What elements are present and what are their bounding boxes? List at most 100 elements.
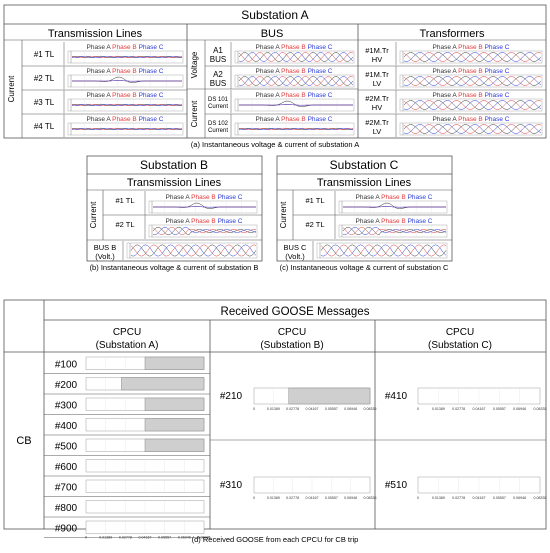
substation-c-title: Substation C [330, 158, 399, 172]
legend-phase-c: Phase C [485, 44, 510, 51]
phase-legend: Phase A Phase B Phase C [166, 218, 243, 225]
cpcu-a-id: #900 [55, 523, 78, 534]
cpcu-a-id: #600 [55, 462, 78, 473]
time-tick-label: 0.02778 [119, 536, 132, 540]
phase-legend: Phase A Phase B Phase C [87, 116, 164, 123]
legend-phase-c: Phase C [308, 116, 333, 123]
cpcu-a-subtitle: (Substation A) [96, 340, 159, 351]
time-tick-label: 0.02778 [286, 407, 299, 411]
trip-signal-bar [144, 397, 205, 411]
waveform-plot [67, 50, 184, 64]
phase-a-trace [130, 244, 257, 257]
legend-phase-b: Phase B [381, 218, 407, 225]
trip-signal-bar [144, 438, 205, 452]
legend-phase-c: Phase C [218, 218, 243, 225]
substation-c-side-label: Current [279, 201, 288, 228]
phase-c-trace [238, 76, 354, 86]
legend-phase-a: Phase A [87, 116, 113, 123]
time-tick-label: 0.08335 [534, 407, 547, 411]
cpcu-id: #210 [220, 391, 243, 402]
legend-phase-a: Phase A [87, 92, 113, 99]
cpcu-b-title: CPCU [278, 327, 306, 338]
time-tick-label: 0 [85, 536, 87, 540]
phase-b-trace [71, 128, 183, 130]
phase-a-trace [152, 226, 257, 236]
legend-phase-c: Phase C [139, 116, 164, 123]
legend-phase-c: Phase C [408, 218, 433, 225]
time-tick-label: 0.06946 [178, 536, 191, 540]
legend-phase-a: Phase A [87, 44, 113, 51]
cpcu-c-subtitle: (Substation C) [428, 340, 492, 351]
time-tick-label: 0.06946 [344, 496, 357, 500]
phase-b-trace [238, 52, 354, 62]
legend-phase-b: Phase B [112, 116, 138, 123]
phase-legend: Phase A Phase B Phase C [87, 92, 164, 99]
phase-c-trace [152, 226, 257, 236]
substation-b-title: Substation B [140, 158, 208, 172]
waveform-plot [234, 122, 355, 136]
phase-a-trace [320, 244, 447, 257]
phase-c-trace [130, 244, 257, 257]
goose-title: Received GOOSE Messages [221, 306, 370, 318]
phase-a-trace [238, 128, 354, 130]
legend-phase-c: Phase C [485, 116, 510, 123]
phase-legend: Phase A Phase B Phase C [256, 68, 333, 75]
substation_b-row-label: #1 TL [115, 196, 134, 205]
time-tick-label: 0.08335 [534, 496, 547, 500]
phase-b-trace [130, 244, 257, 257]
time-tick-label: 0.01389 [267, 407, 280, 411]
tl-row-label: #3 TL [34, 98, 55, 107]
time-tick-label: 0.04167 [473, 407, 486, 411]
bus-voltage-label: Voltage [190, 51, 199, 78]
legend-phase-b: Phase B [191, 218, 217, 225]
cpcu-a-id: #300 [55, 400, 78, 411]
caption-c: (c) Instantaneous voltage & current of s… [280, 263, 449, 272]
transformers-group-title: Transformers [420, 28, 485, 40]
phase-c-trace [153, 206, 256, 208]
legend-phase-b: Phase B [458, 116, 484, 123]
tl-group-title: Transmission Lines [48, 28, 143, 40]
time-tick-label: 0 [417, 407, 419, 411]
tl-side-label: Current [7, 75, 16, 102]
substation-c-group: Transmission Lines [317, 177, 412, 189]
legend-phase-b: Phase B [281, 44, 307, 51]
waveform-plot [399, 122, 543, 136]
waveform-plot [316, 242, 448, 259]
substation_c-row-label: BUS C(Volt.) [284, 243, 308, 261]
time-tick-label: 0.06946 [344, 407, 357, 411]
cpcu-a-title: CPCU [113, 327, 141, 338]
time-tick-label: 0.01389 [99, 536, 112, 540]
phase-b-trace [403, 124, 542, 134]
phase-a-trace [238, 52, 354, 62]
goose-panel: Received GOOSE Messages CB CPCU (Substat… [3, 299, 547, 540]
trip-signal-bar [144, 356, 205, 370]
phase-a-trace [403, 76, 542, 86]
phase-a-trace [71, 104, 183, 106]
trip-signal-bar [144, 418, 205, 432]
cpcu-id: #510 [385, 480, 408, 491]
phase-c-trace [403, 52, 542, 62]
phase-b-trace [403, 52, 542, 62]
substation-c-panel: Substation C Transmission Lines Current … [276, 155, 453, 262]
substation_c-row-label: #1 TL [305, 196, 324, 205]
tl-row-label: #2 TL [34, 74, 55, 83]
substation_b-row-label: #2 TL [115, 220, 134, 229]
legend-phase-a: Phase A [433, 68, 459, 75]
waveform-plot [399, 98, 543, 112]
phase-legend: Phase A Phase B Phase C [433, 92, 510, 99]
phase-c-trace [320, 244, 447, 257]
substation-b-group: Transmission Lines [127, 177, 222, 189]
legend-phase-c: Phase C [139, 92, 164, 99]
substation_b-row-label: BUS B(Volt.) [94, 243, 117, 261]
tl-row-label: #1 TL [34, 50, 55, 59]
time-tick-label: 0.02778 [452, 407, 465, 411]
phase-legend: Phase A Phase B Phase C [256, 44, 333, 51]
legend-phase-a: Phase A [87, 68, 113, 75]
substation-a-panel: Substation A Transmission Lines BUS Tran… [3, 4, 547, 139]
legend-phase-c: Phase C [218, 194, 243, 201]
legend-phase-b: Phase B [112, 92, 138, 99]
legend-phase-b: Phase B [191, 194, 217, 201]
